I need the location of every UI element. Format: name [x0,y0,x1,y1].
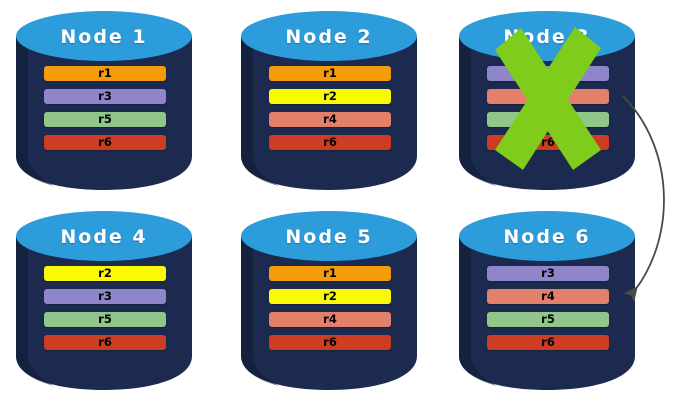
replica-row[interactable]: r1 [269,66,391,81]
replica-row[interactable]: r1 [44,66,166,81]
cylinder-side-shading [459,236,497,386]
replica-row[interactable]: r3 [487,266,609,281]
cylinder-top-ellipse [459,11,635,61]
replica-row[interactable]: r6 [44,335,166,350]
replica-row-list: r1 r2 r4 r6 [269,66,391,158]
replica-row[interactable]: r4 [269,312,391,327]
cylinder-top-ellipse [241,11,417,61]
cylinder-side-shading [16,236,54,386]
replica-row[interactable]: r6 [487,135,609,150]
replica-row[interactable]: r5 [44,312,166,327]
replica-row[interactable]: r4 [269,112,391,127]
replica-row-list: r3 r4 r5 r6 [487,266,609,358]
replica-row[interactable]: r2 [269,89,391,104]
replica-row[interactable]: r6 [44,135,166,150]
replica-row[interactable]: r4 [487,89,609,104]
replica-row[interactable]: r6 [487,335,609,350]
replica-row[interactable]: r2 [44,266,166,281]
cylinder-top-ellipse [16,11,192,61]
replica-row[interactable]: r5 [487,312,609,327]
cylinder-top-ellipse [16,211,192,261]
replica-row[interactable]: r4 [487,289,609,304]
cylinder-top-ellipse [459,211,635,261]
replica-row[interactable]: r3 [487,66,609,81]
replica-row[interactable]: r2 [269,289,391,304]
replica-row[interactable]: r6 [269,335,391,350]
cylinder-side-shading [241,236,279,386]
replica-row[interactable]: r1 [269,266,391,281]
cylinder-side-shading [459,36,497,186]
cylinder-top-ellipse [241,211,417,261]
replica-row[interactable]: r3 [44,89,166,104]
replica-row-list: r1 r3 r5 r6 [44,66,166,158]
replica-row[interactable]: r6 [269,135,391,150]
replica-row-list: r3 r4 r5 r6 [487,66,609,158]
replica-row[interactable]: r5 [487,112,609,127]
replica-row-list: r1 r2 r4 r6 [269,266,391,358]
replica-row[interactable]: r3 [44,289,166,304]
cylinder-side-shading [16,36,54,186]
replica-row-list: r2 r3 r5 r6 [44,266,166,358]
replica-row[interactable]: r5 [44,112,166,127]
cylinder-side-shading [241,36,279,186]
